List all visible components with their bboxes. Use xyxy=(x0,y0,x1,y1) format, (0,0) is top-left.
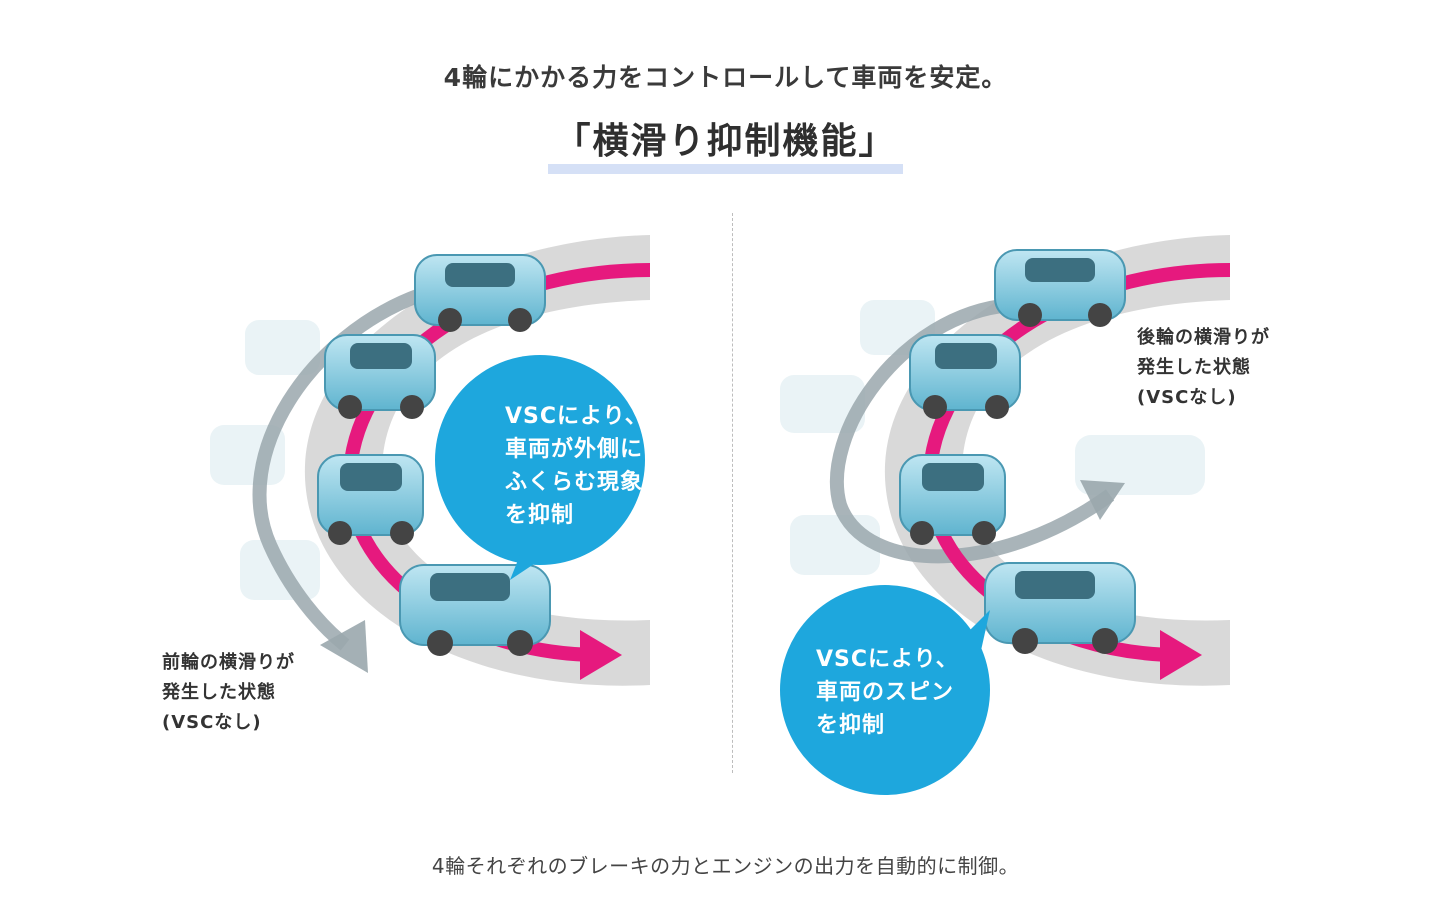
caption-line: (VSCなし) xyxy=(1137,387,1237,408)
vsc-path-arrowhead xyxy=(580,630,622,680)
vsc-bubble-tail xyxy=(510,550,555,580)
vsc-bubble-text: VSCにより、 車両のスピン を抑制 xyxy=(816,643,959,742)
caption-line: 発生した状態 xyxy=(162,682,276,703)
page-subtitle: 4輪にかかる力をコントロールして車両を安定。 xyxy=(443,63,1008,92)
car-icon xyxy=(414,254,546,332)
caption-line: 後輪の横滑りが xyxy=(1137,327,1270,348)
footer-text: 4輪それぞれのブレーキの力とエンジンの出力を自動的に制御。 xyxy=(431,854,1020,878)
vsc-bubble xyxy=(780,585,990,795)
car-icon xyxy=(317,454,424,545)
front-skid-illustration xyxy=(210,235,651,686)
bubble-line: を抑制 xyxy=(505,503,575,528)
bubble-line: を抑制 xyxy=(816,713,886,738)
title-wrap: 「横滑り抑制機能」 xyxy=(0,112,1451,174)
vsc-bubble-text: VSCにより、 車両が外側に ふくらむ現象 を抑制 xyxy=(505,400,648,532)
bubble-line: ふくらむ現象 xyxy=(505,470,644,495)
car-icon xyxy=(324,334,436,419)
center-divider xyxy=(732,213,733,773)
rear-skid-caption: 後輪の横滑りが 発生した状態 (VSCなし) xyxy=(1137,323,1270,413)
diagram-rear-skid: VSCにより、 車両のスピン を抑制 後輪の横滑りが 発生した状態 (VSCなし… xyxy=(780,215,1300,795)
vsc-path-arrowhead xyxy=(1160,630,1202,680)
rear-skid-illustration xyxy=(780,235,1231,795)
diagram-front-skid: VSCにより、 車両が外側に ふくらむ現象 を抑制 前輪の横滑りが 発生した状態… xyxy=(160,215,680,795)
car-icon xyxy=(399,564,551,656)
car-icon xyxy=(899,454,1006,545)
car-icon xyxy=(994,249,1126,327)
curve-arrow-head xyxy=(320,620,368,673)
curve-arrow-head xyxy=(1080,480,1125,520)
caption-line: 前輪の横滑りが xyxy=(162,652,295,673)
bubble-line: VSCにより、 xyxy=(816,647,959,672)
bubble-line: 車両が外側に xyxy=(505,437,644,462)
car-icon xyxy=(984,562,1136,654)
bubble-line: VSCにより、 xyxy=(505,404,648,429)
bubble-line: 車両のスピン xyxy=(816,680,955,705)
vsc-bubble xyxy=(435,355,645,565)
vsc-bubble-tail xyxy=(965,610,990,655)
page-title: 「横滑り抑制機能」 xyxy=(548,112,903,174)
car-icon xyxy=(909,334,1021,419)
front-skid-caption: 前輪の横滑りが 発生した状態 (VSCなし) xyxy=(162,648,295,738)
caption-line: (VSCなし) xyxy=(162,712,262,733)
caption-line: 発生した状態 xyxy=(1137,357,1251,378)
